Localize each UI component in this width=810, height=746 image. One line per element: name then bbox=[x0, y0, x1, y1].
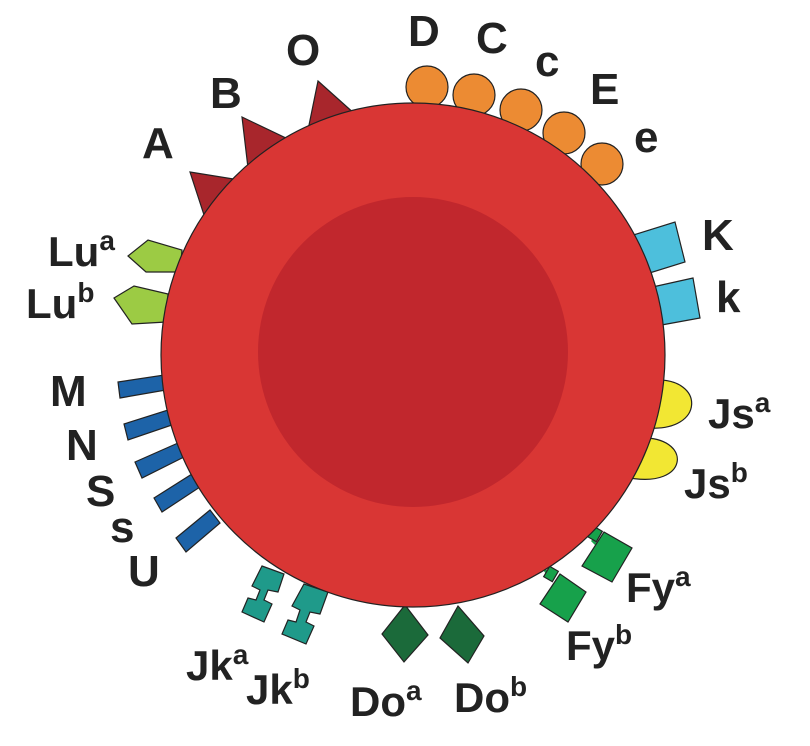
label-o: O bbox=[286, 26, 320, 75]
label-fyb: Fyb bbox=[566, 619, 632, 669]
label-m: M bbox=[50, 367, 87, 416]
antigen-u-marker bbox=[175, 509, 221, 553]
label-jsb: Jsb bbox=[684, 457, 748, 507]
label-lua: Lua bbox=[48, 225, 115, 275]
label-doa: Doa bbox=[350, 675, 422, 725]
antigen-s-marker bbox=[153, 473, 201, 513]
label-cc: C bbox=[476, 14, 508, 63]
label-k: k bbox=[716, 273, 741, 322]
antigen-jkb-marker bbox=[281, 583, 329, 645]
antigen-fya-marker bbox=[581, 525, 633, 583]
label-a: A bbox=[142, 119, 174, 168]
label-jkb: Jkb bbox=[246, 663, 310, 713]
label-e-big: E bbox=[590, 65, 619, 114]
label-e: e bbox=[634, 113, 658, 162]
label-dob: Dob bbox=[454, 671, 527, 721]
label-lub: Lub bbox=[26, 277, 94, 327]
label-s-big: S bbox=[86, 467, 115, 516]
antigen-e-marker bbox=[580, 142, 624, 186]
antigen-fyb-marker bbox=[539, 565, 587, 623]
antigen-lua-marker bbox=[127, 239, 183, 273]
label-d: D bbox=[408, 7, 440, 56]
label-fya: Fya bbox=[626, 561, 691, 611]
antigen-s-big-marker bbox=[134, 442, 185, 479]
label-k-big: K bbox=[702, 211, 734, 260]
label-u: U bbox=[128, 547, 160, 596]
label-jsa: Jsa bbox=[708, 387, 771, 437]
label-n: N bbox=[66, 421, 98, 470]
red-blood-cell-inner bbox=[258, 197, 568, 507]
label-c: c bbox=[535, 37, 559, 86]
antigen-d-marker bbox=[405, 65, 449, 109]
antigen-n-marker bbox=[123, 409, 173, 441]
lutheran-antigen-markers bbox=[113, 239, 183, 325]
mns-antigen-markers bbox=[117, 374, 221, 553]
label-b: B bbox=[210, 69, 242, 118]
antigen-jsb-marker bbox=[629, 437, 678, 480]
antigen-lub-marker bbox=[113, 285, 169, 325]
antigen-doa-marker bbox=[381, 604, 429, 663]
duffy-antigen-markers bbox=[539, 525, 633, 623]
label-jka: Jka bbox=[186, 639, 249, 689]
antigen-jka-marker bbox=[241, 565, 285, 623]
antigen-labels: A B O D C c E e K k Jsa Jsb Fya Fyb Doa … bbox=[26, 7, 771, 725]
kidd-antigen-markers bbox=[241, 565, 329, 645]
dombrock-antigen-markers bbox=[381, 604, 485, 664]
label-s: s bbox=[110, 503, 134, 552]
antigen-dob-marker bbox=[439, 604, 485, 664]
antigen-m-marker bbox=[117, 374, 167, 399]
